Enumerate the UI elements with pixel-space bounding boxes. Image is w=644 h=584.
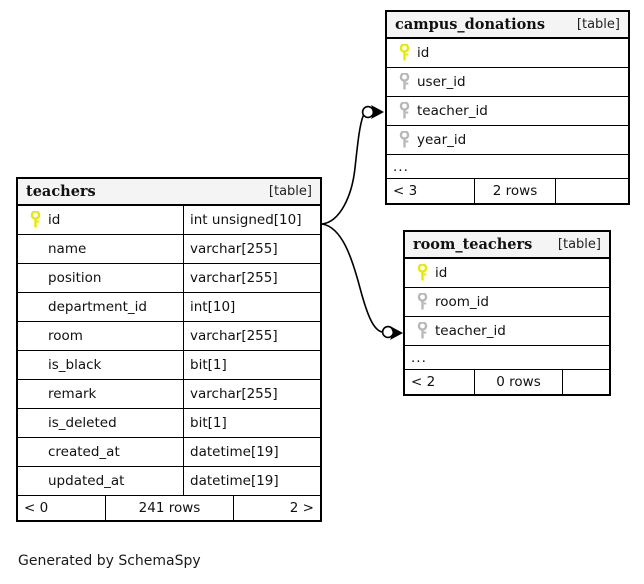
row-count-label: 2 rows <box>475 179 556 203</box>
table-header-room_teachers: room_teachers [table] <box>405 232 609 259</box>
column-name: year_id <box>417 132 467 148</box>
table-row[interactable]: teacher_id <box>405 317 609 346</box>
table-row[interactable]: room varchar[255] <box>18 322 320 351</box>
foreign-key-icon <box>393 131 415 149</box>
column-name: position <box>48 270 102 286</box>
column-cell: id <box>18 206 183 234</box>
foreign-key-icon <box>393 102 415 120</box>
table-row[interactable]: room_id <box>405 288 609 317</box>
column-type: int unsigned[10] <box>183 206 320 234</box>
next-page-button[interactable]: 2 > <box>289 500 314 516</box>
primary-key-icon <box>411 264 433 282</box>
table-row[interactable]: year_id <box>387 126 628 155</box>
table-row[interactable]: remark varchar[255] <box>18 380 320 409</box>
column-name: remark <box>48 386 97 402</box>
column-type: varchar[255] <box>183 380 320 408</box>
column-cell: user_id <box>387 68 628 96</box>
prev-page-button[interactable]: < 2 <box>405 370 475 394</box>
column-cell: year_id <box>387 126 628 154</box>
column-name: teacher_id <box>417 103 488 119</box>
table-row[interactable]: position varchar[255] <box>18 264 320 293</box>
table-row[interactable]: id <box>387 39 628 68</box>
table-row[interactable]: user_id <box>387 68 628 97</box>
table-row[interactable]: created_at datetime[19] <box>18 438 320 467</box>
column-type: bit[1] <box>183 351 320 379</box>
column-cell: department_id <box>18 293 183 321</box>
next-page-button[interactable] <box>556 179 628 203</box>
table-campus_donations[interactable]: campus_donations [table] id <box>385 10 630 205</box>
prev-page-button[interactable]: < 3 <box>387 179 475 203</box>
column-name: room <box>48 328 83 344</box>
more-columns-indicator: ... <box>405 346 609 370</box>
table-footer-room_teachers: < 2 0 rows <box>405 370 609 394</box>
table-row[interactable]: id <box>405 259 609 288</box>
table-type-tag: [table] <box>576 17 620 32</box>
foreign-key-icon <box>393 73 415 91</box>
column-name: teacher_id <box>435 323 506 339</box>
column-name: is_deleted <box>48 415 117 431</box>
column-type: int[10] <box>183 293 320 321</box>
relationship-teachers-room_teachers <box>321 223 403 340</box>
column-cell: id <box>405 259 609 287</box>
column-type: bit[1] <box>183 409 320 437</box>
column-cell: room <box>18 322 183 350</box>
relationship-teachers-campus_donations <box>321 105 384 225</box>
column-name: user_id <box>417 74 466 90</box>
next-page-button[interactable] <box>563 370 609 394</box>
table-type-tag: [table] <box>268 184 312 199</box>
column-cell: teacher_id <box>387 97 628 125</box>
table-row[interactable]: is_black bit[1] <box>18 351 320 380</box>
column-name: id <box>417 45 430 61</box>
column-cell: remark <box>18 380 183 408</box>
column-cell: created_at <box>18 438 183 466</box>
column-cell: room_id <box>405 288 609 316</box>
column-name: name <box>48 241 87 257</box>
prev-page-button[interactable]: < 0 <box>18 496 106 520</box>
column-name: created_at <box>48 444 120 460</box>
foreign-key-icon <box>411 293 433 311</box>
column-type: datetime[19] <box>183 438 320 466</box>
column-cell: position <box>18 264 183 292</box>
table-footer-campus_donations: < 3 2 rows <box>387 179 628 203</box>
row-count-label: 0 rows <box>475 370 563 394</box>
table-title: teachers <box>26 183 96 200</box>
column-name: id <box>48 212 61 228</box>
column-cell: name <box>18 235 183 263</box>
column-type: varchar[255] <box>183 264 320 292</box>
column-cell: is_black <box>18 351 183 379</box>
table-row[interactable]: updated_at datetime[19] <box>18 467 320 496</box>
column-cell: updated_at <box>18 467 183 495</box>
row-count-label: 241 rows <box>106 496 234 520</box>
column-name: room_id <box>435 294 489 310</box>
column-cell: teacher_id <box>405 317 609 345</box>
column-type: varchar[255] <box>183 322 320 350</box>
table-type-tag: [table] <box>557 237 601 252</box>
table-row[interactable]: id int unsigned[10] <box>18 206 320 235</box>
foreign-key-icon <box>411 322 433 340</box>
table-row[interactable]: name varchar[255] <box>18 235 320 264</box>
column-name: is_black <box>48 357 102 373</box>
primary-key-icon <box>24 211 46 229</box>
table-row[interactable]: teacher_id <box>387 97 628 126</box>
table-row[interactable]: is_deleted bit[1] <box>18 409 320 438</box>
column-name: id <box>435 265 448 281</box>
column-type: varchar[255] <box>183 235 320 263</box>
more-columns-indicator: ... <box>387 155 628 179</box>
table-title: room_teachers <box>413 236 533 253</box>
column-type: datetime[19] <box>183 467 320 495</box>
table-header-teachers: teachers [table] <box>18 179 320 206</box>
table-room_teachers[interactable]: room_teachers [table] id <box>403 230 611 396</box>
column-name: updated_at <box>48 473 125 489</box>
column-cell: id <box>387 39 628 67</box>
diagram-caption: Generated by SchemaSpy <box>18 553 201 569</box>
primary-key-icon <box>393 44 415 62</box>
table-footer-teachers: < 0 241 rows 2 > <box>18 496 320 520</box>
table-teachers[interactable]: teachers [table] id int unsigned[10] nam… <box>16 177 322 522</box>
column-name: department_id <box>48 299 147 315</box>
table-header-campus_donations: campus_donations [table] <box>387 12 628 39</box>
column-cell: is_deleted <box>18 409 183 437</box>
table-row[interactable]: department_id int[10] <box>18 293 320 322</box>
table-title: campus_donations <box>395 16 545 33</box>
